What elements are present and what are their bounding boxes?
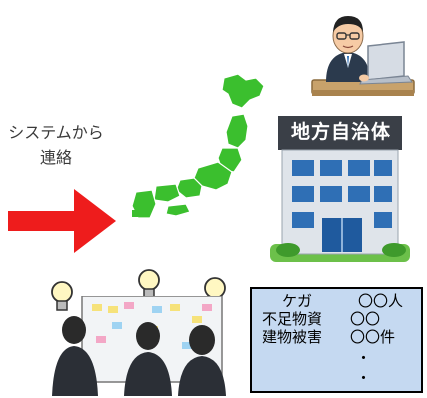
report-continuation-dot: ・ xyxy=(356,349,372,367)
report-row-supplies: 不足物資 〇〇 xyxy=(252,310,421,328)
government-building-icon xyxy=(270,116,410,262)
report-continuation-dot: ・ xyxy=(356,369,372,387)
report-value: 〇〇 xyxy=(350,310,381,328)
caption-line-1: システムから xyxy=(8,123,104,142)
damage-report-panel: ケガ 〇〇人 不足物資 〇〇 建物被害 〇〇件 ・ ・ xyxy=(250,287,423,393)
report-row-building-damage: 建物被害 〇〇件 xyxy=(252,328,421,346)
report-value: 〇〇人 xyxy=(358,292,404,310)
caption-line-2: 連絡 xyxy=(39,148,72,167)
lightbulb-icon xyxy=(51,281,73,311)
japan-map-icon xyxy=(131,73,265,219)
report-value: 〇〇件 xyxy=(350,328,396,346)
meeting-people-icon xyxy=(52,296,226,396)
report-row-injuries: ケガ 〇〇人 xyxy=(252,292,421,310)
report-label: 建物被害 xyxy=(262,328,323,346)
report-label: ケガ xyxy=(282,292,313,310)
report-label: 不足物資 xyxy=(262,310,323,328)
system-notification-caption: システムから 連絡 xyxy=(6,120,106,170)
building-sign-label: 地方自治体 xyxy=(290,121,391,143)
red-arrow-icon xyxy=(8,189,116,253)
office-worker-laptop-icon xyxy=(311,16,415,96)
